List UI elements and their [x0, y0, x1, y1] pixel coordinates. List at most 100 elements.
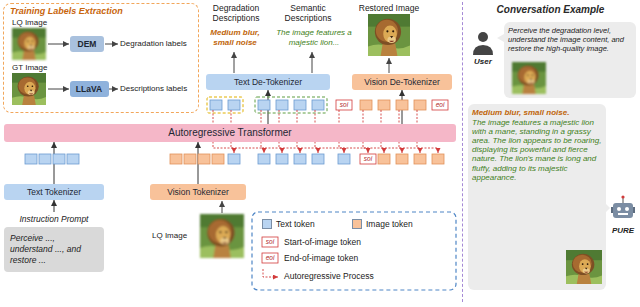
semantic-answer: The image features a majestic lion with … [472, 118, 602, 182]
soi-token [336, 100, 352, 110]
eoi-token [432, 100, 448, 110]
legend-line-sample [263, 269, 278, 277]
bubble-tail [497, 34, 504, 42]
text-token [228, 100, 240, 110]
prompt-text: Perceive ..., understand ..., and restor… [4, 227, 104, 272]
legend-text: Start-of-image token [284, 236, 361, 248]
box-label: LLaVA [76, 84, 102, 94]
process-box: LLaVA [70, 81, 109, 97]
box-label: Vision Tokenizer [167, 187, 229, 197]
flow-arrow [105, 44, 118, 45]
chat-bubble: Perceive the degradation level, understa… [504, 22, 636, 98]
flow-arrow [389, 58, 390, 73]
text-token [294, 100, 306, 110]
robot-icon [625, 207, 629, 211]
text-token [276, 154, 288, 164]
robot-icon [618, 213, 628, 215]
image-caption: LQ Image [152, 231, 187, 241]
restored-image [368, 14, 410, 56]
user-icon [473, 45, 493, 55]
conversation-panel: Conversation ExamplePerceive the degrada… [462, 2, 638, 302]
text-token [67, 154, 79, 164]
robot-icon [633, 207, 635, 213]
image-token [414, 154, 426, 164]
bubble-tail [606, 204, 610, 212]
flow-arrow [312, 52, 313, 73]
text-token [294, 154, 306, 164]
process-box: Vision Tokenizer [150, 184, 246, 200]
speaker-name: User [468, 57, 498, 67]
token-text: soi [262, 237, 278, 247]
prompt-box: Instruction PromptPerceive ..., understa… [4, 212, 104, 272]
output-label: Degradation labels [120, 39, 187, 49]
speaker-name: PURE [607, 226, 639, 236]
chat-bubble: Medium blur, small noise.The image featu… [468, 104, 606, 290]
transformer-bar: Autoregressive Transformer [4, 124, 456, 142]
chat-bubble [504, 22, 636, 98]
gt-image [12, 73, 46, 105]
flow-arrow [222, 201, 223, 213]
soi-token [262, 237, 278, 247]
text-token [258, 154, 270, 164]
text-token [25, 154, 37, 164]
legend-text: End-of-image token [284, 252, 358, 264]
lq-image [200, 214, 244, 258]
text-token [338, 154, 350, 164]
legend-swatch [262, 219, 272, 229]
image-caption: GT Image [12, 63, 47, 73]
text-token [210, 100, 222, 110]
robot-icon [611, 207, 613, 213]
group-bracket [255, 97, 327, 113]
eoi-token [262, 253, 278, 263]
box-label: Autoregressive Transformer [168, 127, 291, 139]
image-caption: LQ Image [12, 18, 47, 28]
flow-arrow [48, 44, 69, 45]
process-box: Vision De-Tokenizer [352, 74, 452, 90]
process-box: DEM [70, 36, 104, 52]
image-token [184, 154, 196, 164]
image-token [432, 154, 444, 164]
process-box: Text Tokenizer [4, 184, 104, 200]
flow-arrow [109, 89, 118, 90]
text-token [228, 154, 240, 164]
flow-arrow [48, 89, 69, 90]
output-heading: Semantic Descriptions [276, 3, 340, 23]
image-token [198, 154, 210, 164]
robot-icon [613, 203, 633, 218]
box-label: Text De-Tokenizer [234, 77, 302, 87]
legend-swatch [352, 219, 362, 229]
semantic-output: The image features a majestic lion... [270, 28, 358, 48]
image-token [378, 100, 390, 110]
lq-image [512, 62, 546, 94]
image-token [396, 100, 408, 110]
token-text: soi [360, 154, 376, 164]
image-token [414, 100, 426, 110]
image-token [396, 154, 408, 164]
token-text: eoi [432, 100, 448, 110]
legend-text: Image token [366, 218, 413, 230]
user-icon [478, 32, 488, 42]
legend-text: Text token [276, 218, 315, 230]
text-token [39, 154, 51, 164]
user-message: Perceive the degradation level, understa… [508, 26, 632, 53]
robot-icon [623, 198, 624, 203]
flow-connector [54, 200, 55, 212]
degradation-answer: Medium blur, small noise. [472, 108, 602, 118]
image-token [170, 154, 182, 164]
restored-image [566, 250, 602, 284]
panel-title: Training Labels Extraction [4, 4, 198, 17]
prompt-heading: Instruction Prompt [4, 214, 104, 224]
text-token [53, 154, 65, 164]
legend-frame [252, 212, 456, 290]
group-bracket [207, 97, 243, 113]
legend-text: Autoregressive Process [284, 270, 374, 282]
text-token [312, 100, 324, 110]
image-token [212, 154, 224, 164]
image-token [378, 154, 390, 164]
process-box: Text De-Tokenizer [206, 74, 330, 90]
input-tokens [25, 154, 444, 164]
token-text: eoi [262, 253, 278, 263]
box-label: Vision De-Tokenizer [364, 77, 439, 87]
panel-title: Conversation Example [463, 2, 638, 16]
